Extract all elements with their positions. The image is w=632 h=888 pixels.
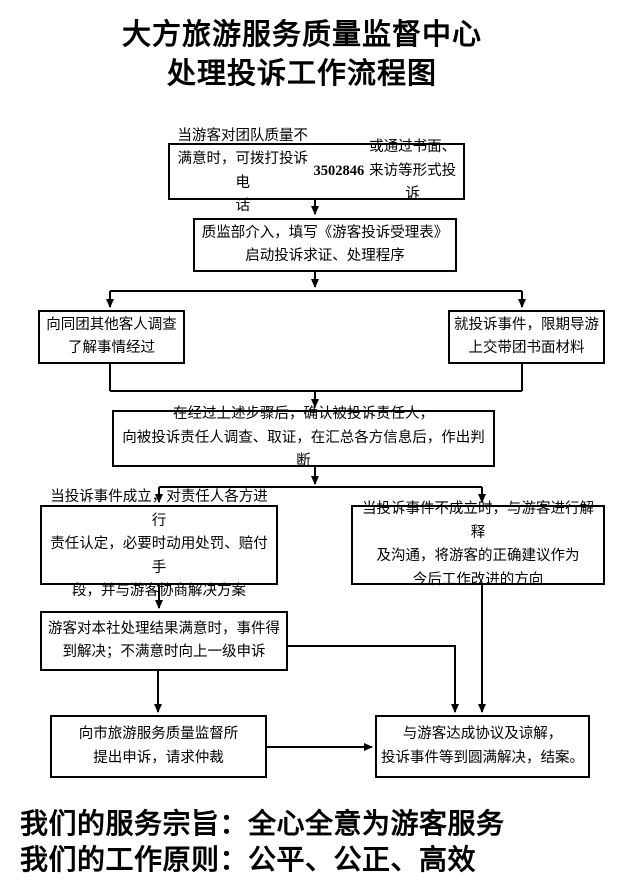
flow-box-verify-and-judge: 在经过上述步骤后，确认被投诉责任人， 向被投诉责任人调查、取证，在汇总各方信息后… [112, 406, 495, 469]
complaint-phone-number: 3502846 [313, 162, 365, 179]
flow-box-satisfaction-check: 游客对本社处理结果满意时，事件得 到解决；不满意时向上一级申诉 [40, 611, 288, 671]
flow-box-arbitration-appeal: 向市旅游服务质量监督所 提出申诉，请求仲裁 [50, 715, 267, 778]
flow-box-register-complaint: 质监部介入，填写《游客投诉受理表》 启动投诉求证、处理程序 [193, 218, 457, 272]
intake-text-after-phone: 或通过书面、来访等形式投诉 [369, 139, 457, 203]
flow-box-complaint-not-established: 当投诉事件不成立时，与游客进行解释 及沟通，将游客的正确建议作为 今后工作改进的… [351, 501, 605, 588]
flow-box-ask-other-guests: 向同团其他客人调查 了解事情经过 [38, 310, 185, 364]
flow-box-complaint-intake: 当游客对团队质量不满意时，可拨打投诉电 话 3502846 或通过书面、来访等形… [168, 128, 465, 214]
flow-box-complaint-established: 当投诉事件成立，对责任人各方进行 责任认定，必要时动用处罚、赔付手 段，并与游客… [40, 489, 278, 599]
service-motto: 我们的服务宗旨：全心全意为游客服务 我们的工作原则：公平、公正、高效 [20, 808, 505, 875]
flow-box-settlement-closed: 与游客达成协议及谅解， 投诉事件等到圆满解决，结案。 [375, 715, 590, 778]
page-title: 大方旅游服务质量监督中心 处理投诉工作流程图 [121, 19, 482, 90]
flow-box-guide-report: 就投诉事件，限期导游 上交带团书面材料 [448, 310, 605, 364]
intake-text-before-phone: 当游客对团队质量不满意时，可拨打投诉电 话 [177, 127, 308, 215]
